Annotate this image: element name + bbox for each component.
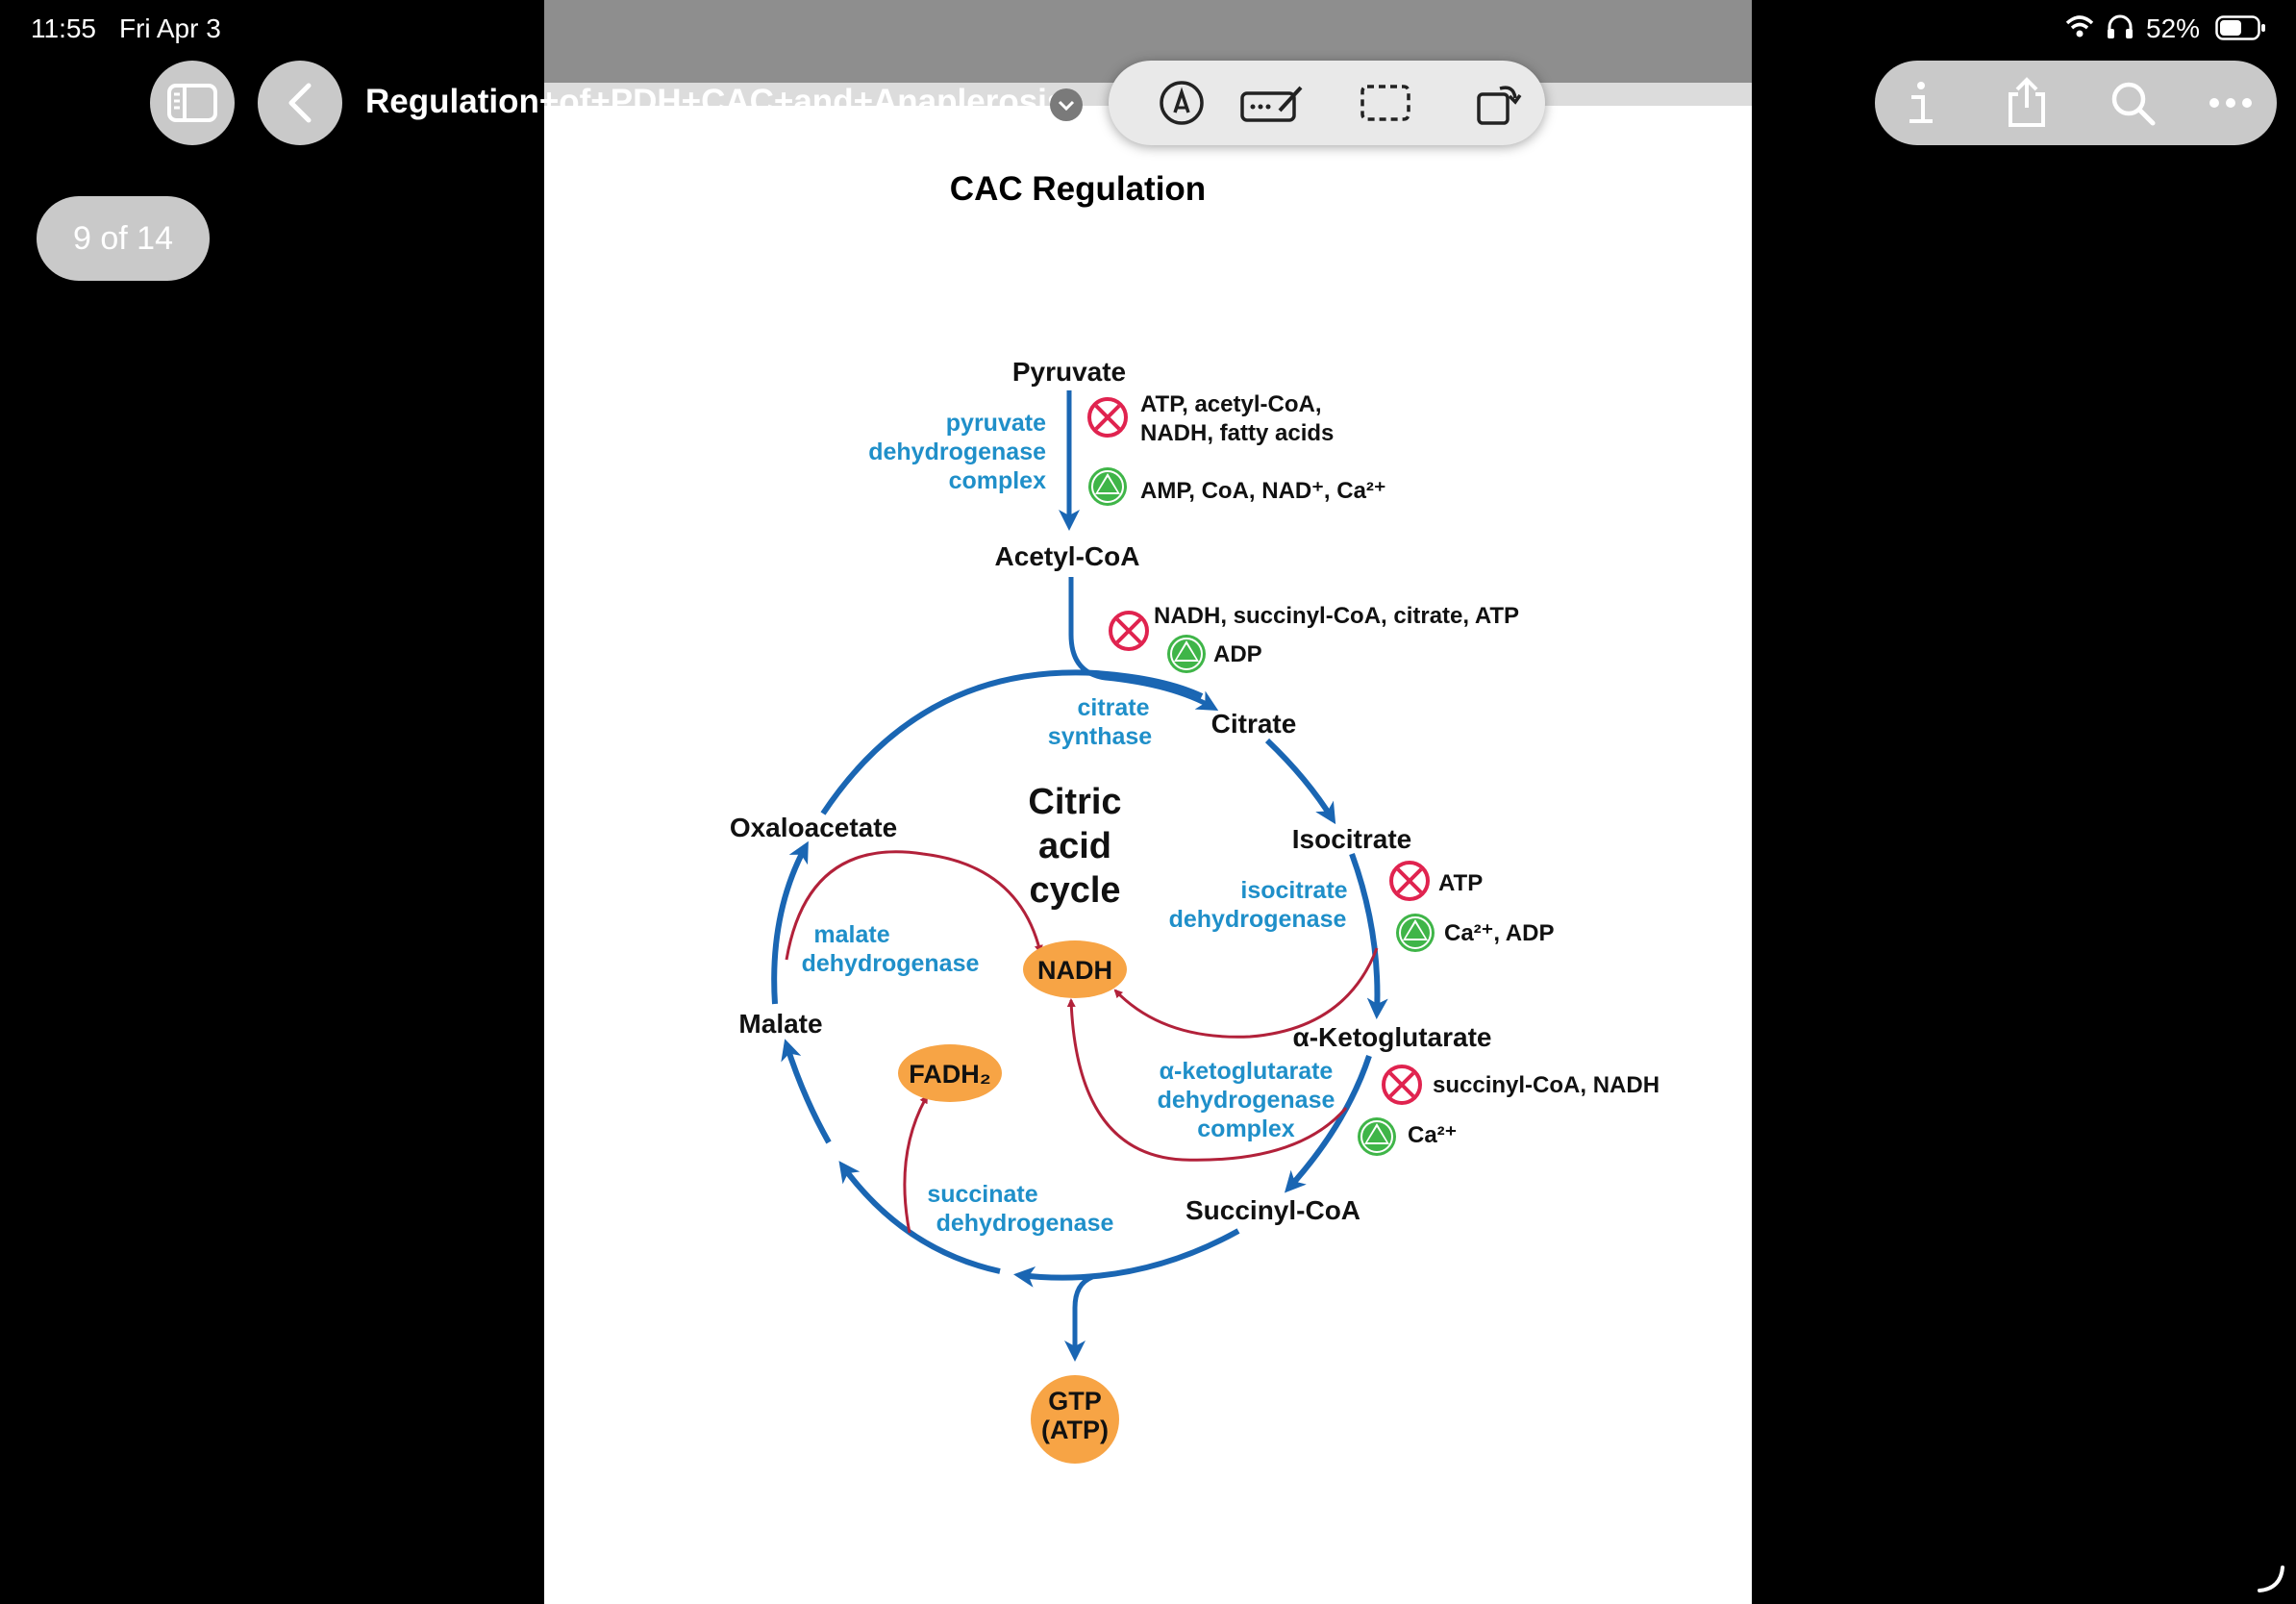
label-malate: Malate [738, 1009, 822, 1039]
label-alpha-ketoglutarate: α-Ketoglutarate [1292, 1022, 1491, 1052]
gtp-circle [1031, 1375, 1119, 1464]
center-title-line-2: acid [1038, 826, 1111, 866]
fadh2-oval [898, 1044, 1002, 1102]
info-button[interactable] [1892, 74, 1950, 132]
search-button[interactable] [2104, 74, 2161, 132]
cs-activators: ADP [1213, 641, 1262, 667]
akgdh-inhibitors: succinyl-CoA, NADH [1433, 1072, 1660, 1098]
markup-toolbar [1109, 61, 1545, 145]
enzyme-sdh-line-2: dehydrogenase [936, 1210, 1114, 1237]
document-title[interactable]: Regulation+of+PDH+CAC+and+Anaplerosis [365, 83, 1066, 120]
gtp-label-line-2: (ATP) [1041, 1416, 1109, 1444]
text-box-pencil-icon [1240, 86, 1303, 122]
succinate-fadh2-arc [903, 1094, 929, 1234]
malate-nadh-arc [785, 850, 1043, 961]
center-title-line-3: cycle [1029, 870, 1120, 911]
acetyl-entry-arrow [1068, 577, 1219, 711]
akgdh-activators: Ca²⁺ [1408, 1122, 1457, 1148]
sidebar-toggle-button[interactable] [150, 61, 235, 145]
label-pyruvate: Pyruvate [1012, 357, 1126, 387]
share-icon [2009, 77, 2045, 127]
cycle-arc-citrate-isocitrate [1264, 738, 1336, 825]
enzyme-akgdh-line-1: α-ketoglutarate [1160, 1058, 1334, 1085]
cs-inhibitors: NADH, succinyl-CoA, citrate, ATP [1154, 603, 1519, 629]
akgdh-activate-icon [1358, 1117, 1396, 1156]
pen-circle-icon [1160, 81, 1204, 125]
pdh-activators: AMP, CoA, NAD⁺, Ca²⁺ [1140, 478, 1386, 504]
cycle-arc-oaa-citrate [820, 669, 1204, 815]
enzyme-cs-line-1: citrate [1077, 694, 1149, 721]
cycle-arc-succinylcoa-succinate [1013, 1228, 1240, 1288]
gtp-label-line-1: GTP [1048, 1387, 1102, 1416]
center-title-line-1: Citric [1028, 782, 1121, 822]
idh-activate-icon [1396, 914, 1435, 952]
pdh-activate-icon [1088, 467, 1127, 506]
enzyme-sdh-line-1: succinate [927, 1181, 1037, 1208]
resize-corner-icon [2256, 1564, 2286, 1594]
document-page [544, 0, 1752, 1604]
idh-inhibit-icon [1389, 861, 1430, 901]
page-counter: 9 of 14 [37, 196, 210, 281]
enzyme-akgdh-line-2: dehydrogenase [1158, 1087, 1335, 1114]
search-icon [2111, 82, 2156, 126]
enzyme-mdh-line-1: malate [813, 921, 889, 948]
label-citrate: Citrate [1211, 709, 1297, 739]
text-field-button[interactable] [1237, 74, 1309, 132]
enzyme-cs-line-2: synthase [1048, 723, 1152, 750]
rotate-icon [1477, 86, 1522, 125]
pdh-inhibitors-line-1: ATP, acetyl-CoA, [1140, 391, 1322, 417]
share-button[interactable] [1998, 74, 2056, 132]
pdh-inhibitors-line-2: NADH, fatty acids [1140, 420, 1334, 446]
chevron-left-icon [288, 83, 312, 123]
back-button[interactable] [258, 61, 342, 145]
cycle-arc-akg-succinylcoa [1284, 1055, 1372, 1193]
cs-inhibit-icon [1109, 611, 1149, 651]
markup-pen-button[interactable] [1153, 74, 1210, 132]
label-isocitrate: Isocitrate [1292, 824, 1412, 854]
battery-icon [2215, 15, 2267, 40]
enzyme-akgdh-line-3: complex [1197, 1115, 1295, 1142]
status-date: Fri Apr 3 [119, 13, 221, 43]
label-oxaloacetate: Oxaloacetate [730, 813, 897, 842]
rotate-button[interactable] [1470, 74, 1528, 132]
enzyme-pdh-line-3: complex [949, 467, 1047, 494]
akg-nadh-arc [1066, 998, 1348, 1162]
more-button[interactable] [2202, 74, 2259, 132]
cycle-arc-succinate-fumarate [838, 1161, 1001, 1274]
status-time: 11:55 [31, 13, 96, 43]
enzyme-mdh-line-2: dehydrogenase [802, 950, 980, 977]
enzyme-idh-line-1: isocitrate [1240, 877, 1347, 904]
label-succinyl-coa: Succinyl-CoA [1185, 1195, 1360, 1225]
dashed-rect-icon [1360, 85, 1410, 121]
nadh-oval [1023, 940, 1127, 998]
sidebar-icon [167, 84, 217, 122]
idh-inhibitors: ATP [1438, 870, 1483, 896]
wifi-icon [2065, 13, 2094, 38]
headphones-icon [2106, 13, 2134, 40]
title-menu-chevron-icon[interactable] [1050, 88, 1083, 121]
selection-button[interactable] [1357, 74, 1414, 132]
cac-regulation-diagram: CAC Regulation Pyruvate Acetyl-CoA Citra… [730, 170, 1660, 1464]
info-icon [1909, 82, 1933, 123]
pdh-inhibit-icon [1087, 397, 1128, 438]
nadh-label: NADH [1037, 956, 1112, 985]
label-acetyl-coa: Acetyl-CoA [995, 541, 1140, 571]
enzyme-pdh-line-2: dehydrogenase [868, 439, 1046, 465]
akgdh-inhibit-icon [1382, 1065, 1422, 1105]
actions-pill [1875, 61, 2277, 145]
enzyme-idh-line-2: dehydrogenase [1169, 906, 1347, 933]
idh-activators: Ca²⁺, ADP [1444, 920, 1554, 946]
battery-percent: 52% [2146, 13, 2201, 43]
cs-activate-icon [1167, 635, 1206, 673]
fadh2-label: FADH₂ [909, 1060, 991, 1089]
isocitrate-nadh-arc [1113, 947, 1379, 1039]
cycle-arc-malate-oaa [771, 840, 809, 1005]
more-icon [2209, 98, 2252, 108]
center-title: Citric acid cycle [1028, 782, 1121, 911]
cycle-arc-fumarate-malate [781, 1039, 832, 1144]
gtp-branch-arrow [1064, 1274, 1094, 1362]
enzyme-pdh-line-1: pyruvate [946, 410, 1046, 437]
cycle-arc-isocitrate-akg [1349, 852, 1388, 1019]
slide-title: CAC Regulation [950, 170, 1206, 208]
